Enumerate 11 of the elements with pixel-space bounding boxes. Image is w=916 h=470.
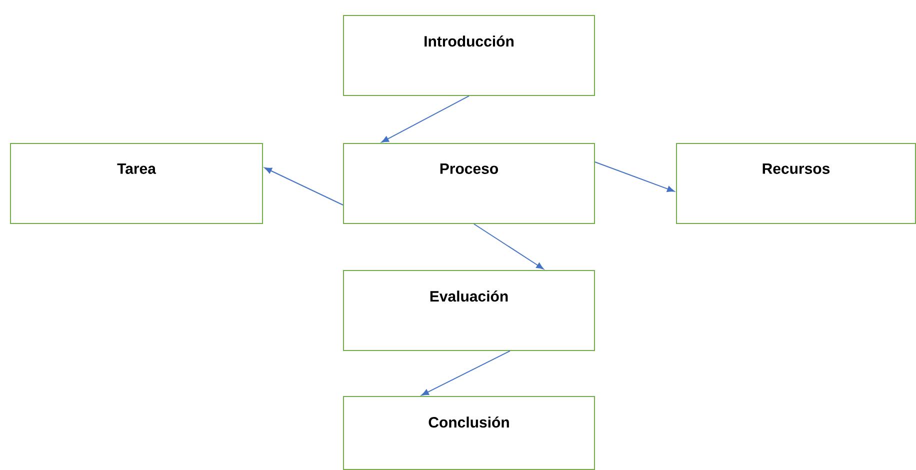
arrow: [264, 167, 344, 206]
process-box: Recursos: [676, 143, 916, 224]
arrow: [381, 96, 470, 143]
process-box: Evaluación: [343, 270, 595, 351]
arrow: [594, 162, 675, 192]
arrow: [421, 350, 510, 396]
process-box: Conclusión: [343, 396, 595, 470]
process-box: Tarea: [10, 143, 263, 224]
arrow: [474, 224, 544, 270]
process-box: Introducción: [343, 15, 595, 96]
process-box: Proceso: [343, 143, 595, 224]
